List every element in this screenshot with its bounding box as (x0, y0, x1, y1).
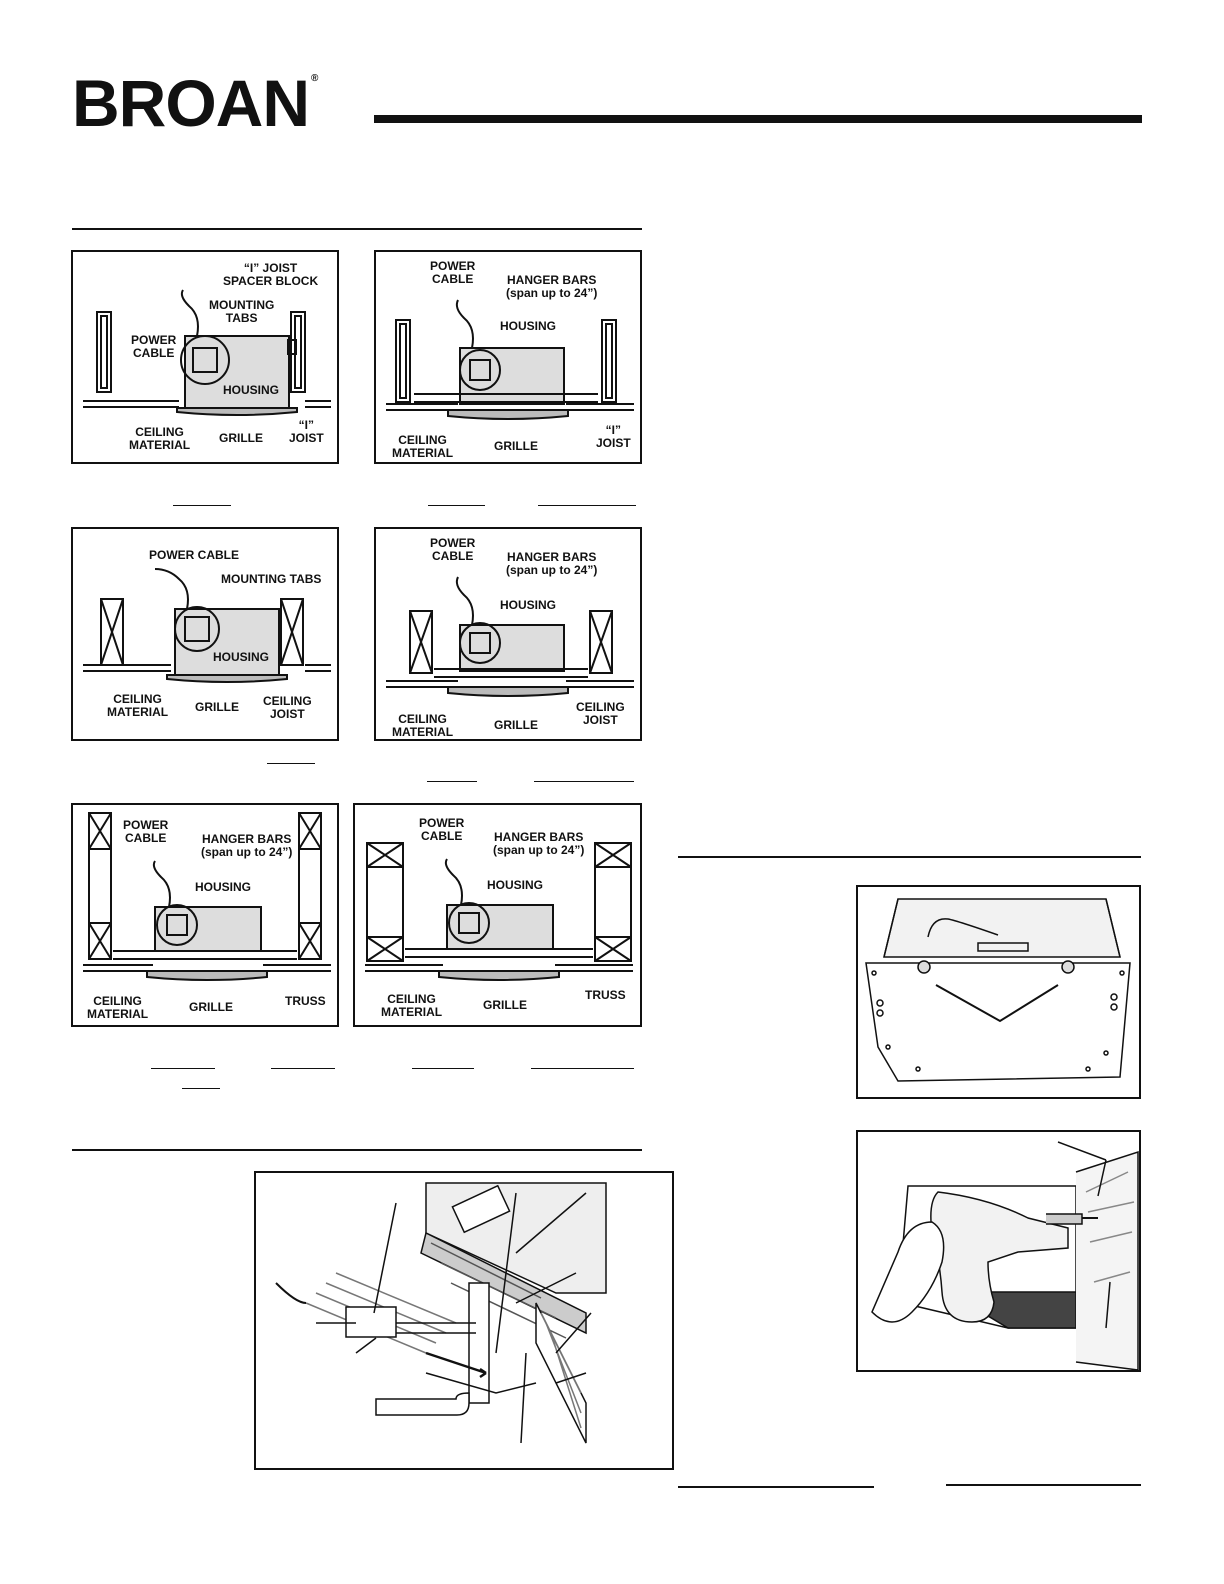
label-housing: HOUSING (487, 878, 544, 892)
figure-i-joist-mounting-tabs: POWER CABLE “I” JOIST SPACER BLOCK MOUNT… (71, 250, 339, 464)
label-power-cable: POWER CABLE (131, 333, 177, 360)
figure-drawing (365, 842, 633, 981)
drill-drawing (871, 1141, 1139, 1370)
label-grille: GRILLE (494, 718, 538, 732)
label-spacer-block: “I” JOIST SPACER BLOCK (223, 261, 319, 288)
caption-underline (271, 1068, 335, 1069)
label-ceiling-material: CEILING MATERIAL (381, 992, 443, 1019)
caption-underline (182, 1088, 220, 1089)
label-hanger-bars: HANGER BARS (span up to 24”) (506, 273, 598, 300)
label-housing: HOUSING (500, 598, 557, 612)
label-truss: TRUSS (285, 994, 326, 1008)
figure-housing-mounting-tabs (856, 885, 1141, 1099)
caption-underline (173, 505, 231, 506)
label-grille: GRILLE (189, 1000, 233, 1014)
attic-drawing (275, 1182, 607, 1444)
figure-attic-ducting (254, 1171, 674, 1470)
figure-i-joist-hanger-bars: POWER CABLE HANGER BARS (span up to 24”)… (374, 250, 642, 464)
label-mounting-tabs: MOUNTING TABS (209, 298, 275, 325)
label-ceiling-material: CEILING MATERIAL (392, 712, 454, 739)
caption-underline (534, 781, 634, 782)
brand-logo: BROAN® (72, 66, 318, 140)
label-ceiling-material: CEILING MATERIAL (87, 994, 149, 1021)
header-rule (374, 115, 1142, 123)
label-joist: CEILING JOIST (576, 700, 625, 727)
housing-drawing (865, 898, 1131, 1082)
figure-drawing (386, 576, 634, 697)
label-mounting-tabs: MOUNTING TABS (221, 572, 322, 586)
label-power-cable: POWER CABLE (419, 816, 465, 843)
figure-drawing (386, 299, 634, 420)
label-joist: CEILING JOIST (263, 694, 312, 721)
label-grille: GRILLE (483, 998, 527, 1012)
label-hanger-bars: HANGER BARS (span up to 24”) (201, 832, 293, 859)
figure-drawing (83, 568, 331, 683)
label-grille: GRILLE (219, 431, 263, 445)
caption-underline (151, 1068, 215, 1069)
figure-joist-mounting-tabs: POWER CABLE MOUNTING TABS HOUSING CEILIN… (71, 527, 339, 741)
caption-underline (412, 1068, 474, 1069)
figure-drawing (83, 812, 331, 981)
label-joist: “I” JOIST (596, 423, 631, 450)
label-power-cable: POWER CABLE (430, 536, 476, 563)
label-power-cable: POWER CABLE (430, 259, 476, 286)
label-housing: HOUSING (500, 319, 557, 333)
label-housing: HOUSING (195, 880, 252, 894)
section-rule-right (678, 856, 1141, 858)
footer-rule-right (946, 1484, 1141, 1486)
section-rule-left-top (72, 228, 642, 230)
label-truss: TRUSS (585, 988, 626, 1002)
figure-truss-vertical: POWER CABLE HANGER BARS (span up to 24”)… (71, 803, 339, 1027)
label-hanger-bars: HANGER BARS (span up to 24”) (506, 550, 598, 577)
label-ceiling-material: CEILING MATERIAL (129, 425, 191, 452)
label-grille: GRILLE (494, 439, 538, 453)
caption-underline (267, 763, 315, 764)
figure-drill-mounting (856, 1130, 1141, 1372)
caption-underline (428, 505, 485, 506)
figure-truss-horizontal: POWER CABLE HANGER BARS (span up to 24”)… (353, 803, 642, 1027)
figure-joist-hanger-bars: POWER CABLE HANGER BARS (span up to 24”)… (374, 527, 642, 741)
label-ceiling-material: CEILING MATERIAL (392, 433, 454, 460)
label-hanger-bars: HANGER BARS (span up to 24”) (493, 830, 585, 857)
caption-underline (427, 781, 477, 782)
registered-mark: ® (311, 73, 318, 84)
label-housing: HOUSING (213, 650, 270, 664)
label-housing: HOUSING (223, 383, 280, 397)
footer-rule-left (678, 1486, 874, 1488)
caption-underline (531, 1068, 634, 1069)
label-joist: “I” JOIST (289, 418, 324, 445)
label-power-cable: POWER CABLE (123, 818, 169, 845)
caption-underline (538, 505, 636, 506)
label-grille: GRILLE (195, 700, 239, 714)
label-power-cable: POWER CABLE (149, 548, 239, 562)
figure-drawing (83, 289, 331, 416)
section-rule-left-bottom (72, 1149, 642, 1151)
label-ceiling-material: CEILING MATERIAL (107, 692, 169, 719)
